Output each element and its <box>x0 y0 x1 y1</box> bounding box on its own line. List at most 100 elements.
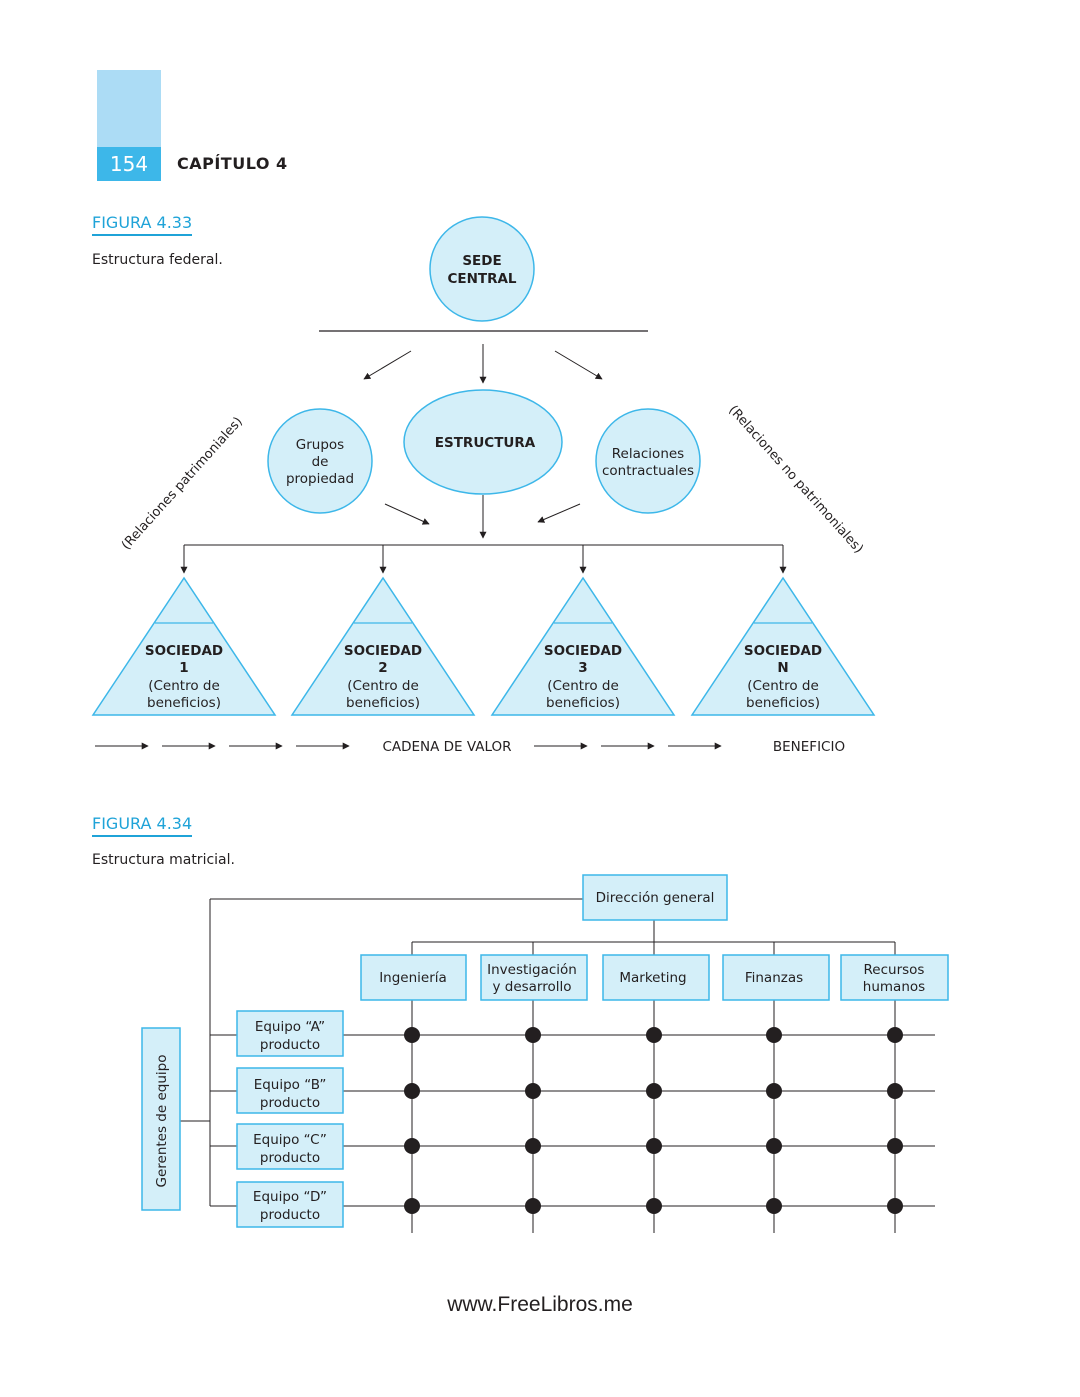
company-n-sub-line2: beneficios) <box>746 695 820 711</box>
matrix-intersections <box>404 1027 903 1214</box>
contractual-relations-node <box>595 408 701 514</box>
figure-33-caption: Estructura federal. <box>92 252 223 268</box>
right-side-label: (Relaciones no patrimoniales) <box>725 403 866 557</box>
team-a-box <box>236 1010 344 1057</box>
company-1-id: 1 <box>179 660 188 676</box>
company-n-title: SOCIEDAD <box>744 643 822 659</box>
intersection-dot <box>766 1198 782 1214</box>
dept-marketing-label: Marketing <box>619 970 686 986</box>
left-side-label: (Relaciones patrimoniales) <box>119 414 246 553</box>
company-2-triangle <box>290 576 476 716</box>
company-2-sub-line1: (Centro de <box>347 678 419 694</box>
intersection-dot <box>404 1027 420 1043</box>
ownership-groups-node <box>267 408 373 514</box>
arrow-hq-left <box>363 350 412 380</box>
intersection-dot <box>766 1027 782 1043</box>
headquarters-node <box>429 216 535 322</box>
company-1-sub-line2: beneficios) <box>147 695 221 711</box>
company-2-sub-line2: beneficios) <box>346 695 420 711</box>
chapter-title: CAPÍTULO 4 <box>177 154 288 173</box>
team-managers-label: Gerentes de equipo <box>154 1055 170 1188</box>
team-b-box <box>236 1067 344 1114</box>
headquarters-label-line2: CENTRAL <box>447 271 516 287</box>
company-1-triangle <box>91 576 277 716</box>
intersection-dot <box>766 1083 782 1099</box>
company-2-id: 2 <box>378 660 387 676</box>
dept-research-line1: Investigación <box>487 962 577 978</box>
team-b-line2: producto <box>260 1095 320 1111</box>
team-a-line2: producto <box>260 1037 320 1053</box>
structure-node <box>403 389 563 495</box>
arrow-hq-right <box>554 350 603 380</box>
figure-33-label: FIGURA 4.33 <box>92 213 193 236</box>
page-tab-decoration <box>97 70 161 147</box>
federal-structure-diagram: SEDE CENTRAL Grupos de propiedad ESTRUCT… <box>91 216 876 755</box>
dept-finance-label: Finanzas <box>745 970 803 986</box>
intersection-dot <box>525 1138 541 1154</box>
general-director-box <box>582 874 728 921</box>
ownership-groups-line2: de <box>312 454 329 470</box>
intersection-dot <box>646 1027 662 1043</box>
figure-34-caption: Estructura matricial. <box>92 852 235 868</box>
dept-finance-box <box>722 954 830 1001</box>
team-c-line2: producto <box>260 1150 320 1166</box>
headquarters-label-line1: SEDE <box>462 253 501 269</box>
company-1-sub-line1: (Centro de <box>148 678 220 694</box>
dept-hr-line2: humanos <box>863 979 925 995</box>
structure-label: ESTRUCTURA <box>435 435 536 451</box>
intersection-dot <box>646 1083 662 1099</box>
company-n-triangle <box>690 576 876 716</box>
company-3-title: SOCIEDAD <box>544 643 622 659</box>
intersection-dot <box>404 1198 420 1214</box>
page-number: 154 <box>97 147 161 181</box>
intersection-dot <box>525 1083 541 1099</box>
contractual-relations-line2: contractuales <box>602 463 694 479</box>
ownership-groups-line3: propiedad <box>286 471 354 487</box>
arrow-left-to-center <box>384 503 430 525</box>
team-d-line2: producto <box>260 1207 320 1223</box>
company-2-title: SOCIEDAD <box>344 643 422 659</box>
ownership-groups-line1: Grupos <box>296 437 344 453</box>
intersection-dot <box>525 1027 541 1043</box>
dept-hr-line1: Recursos <box>864 962 925 978</box>
general-director-label: Dirección general <box>596 890 715 906</box>
footer-url[interactable]: www.FreeLibros.me <box>447 1293 633 1316</box>
intersection-dot <box>887 1138 903 1154</box>
company-3-id: 3 <box>578 660 587 676</box>
value-chain-label: CADENA DE VALOR <box>382 739 511 755</box>
team-b-line1: Equipo “B” <box>254 1077 327 1093</box>
intersection-dot <box>766 1138 782 1154</box>
dept-marketing-box <box>602 954 710 1001</box>
intersection-dot <box>525 1198 541 1214</box>
intersection-dot <box>887 1083 903 1099</box>
intersection-dot <box>646 1198 662 1214</box>
team-c-line1: Equipo “C” <box>253 1132 327 1148</box>
dept-engineering-label: Ingeniería <box>379 970 447 986</box>
figure-34-label: FIGURA 4.34 <box>92 814 193 837</box>
intersection-dot <box>646 1138 662 1154</box>
team-a-line1: Equipo “A” <box>255 1019 325 1035</box>
company-n-id: N <box>777 660 788 676</box>
matrix-structure-diagram: Dirección general Ingeniería Investigaci… <box>141 874 949 1233</box>
intersection-dot <box>404 1083 420 1099</box>
team-d-line1: Equipo “D” <box>253 1189 327 1205</box>
intersection-dot <box>887 1198 903 1214</box>
dept-engineering-box <box>360 954 467 1001</box>
intersection-dot <box>887 1027 903 1043</box>
company-3-sub-line1: (Centro de <box>547 678 619 694</box>
team-c-box <box>236 1123 344 1170</box>
benefit-label: BENEFICIO <box>773 739 845 755</box>
company-3-triangle <box>490 576 676 716</box>
team-managers-box <box>141 1027 181 1211</box>
dept-research-box <box>480 954 588 1001</box>
intersection-dot <box>404 1138 420 1154</box>
company-n-sub-line1: (Centro de <box>747 678 819 694</box>
company-1-title: SOCIEDAD <box>145 643 223 659</box>
team-d-box <box>236 1181 344 1228</box>
dept-hr-box <box>840 954 949 1001</box>
arrow-right-to-center <box>537 503 581 523</box>
contractual-relations-line1: Relaciones <box>612 446 684 462</box>
dept-research-line2: y desarrollo <box>492 979 571 995</box>
company-3-sub-line2: beneficios) <box>546 695 620 711</box>
